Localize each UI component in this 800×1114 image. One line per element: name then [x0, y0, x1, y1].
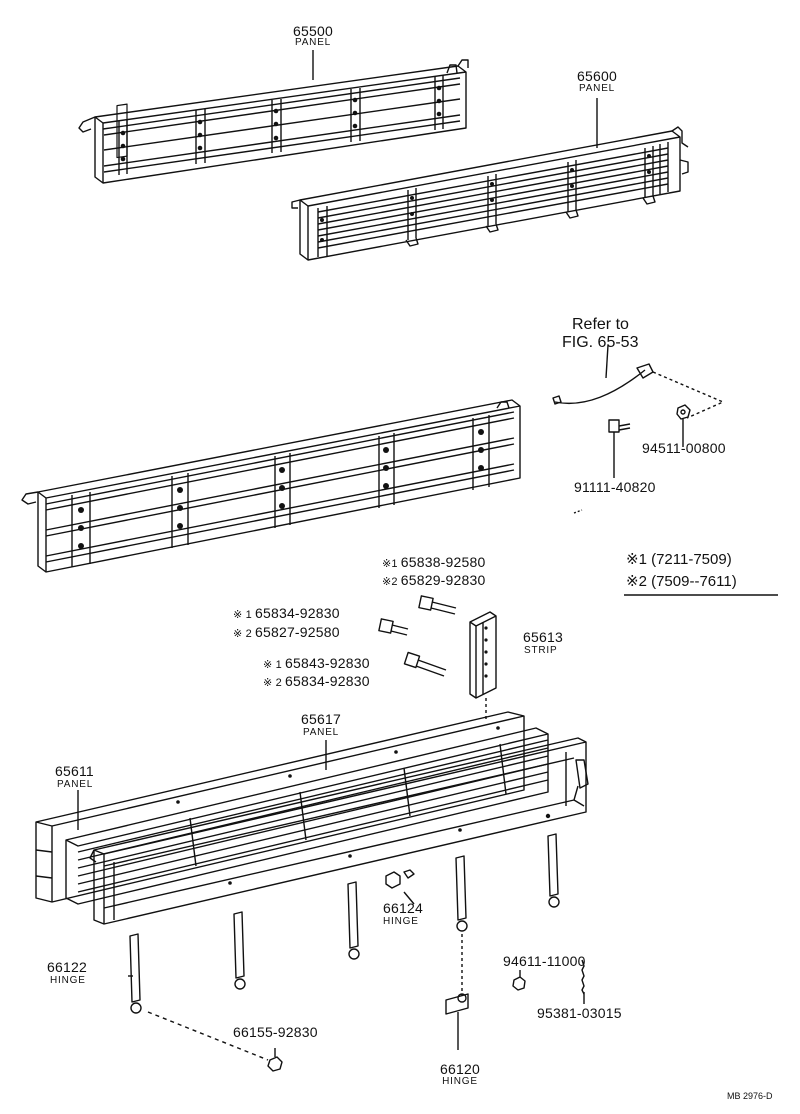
bolt-1-mark-1: ※1	[382, 558, 398, 570]
bolt-upper-drawing	[418, 595, 457, 615]
part-name-65613: STRIP	[524, 645, 558, 656]
frame-assembly-drawing	[89, 737, 589, 925]
nut-94611-drawing	[512, 970, 526, 991]
part-name-65600: PANEL	[578, 83, 616, 94]
hinge-66120-drawing	[445, 934, 469, 1050]
part-name-65611: PANEL	[57, 779, 94, 790]
legend-range-2: (7509--7611)	[651, 573, 737, 590]
bolt-3-mark-2: ※ 2	[263, 677, 282, 689]
part-number-94611: 94611-11000	[503, 953, 586, 969]
middle-panel-drawing	[21, 399, 521, 573]
legend-item-2: ※2 (7509--7611)	[626, 574, 737, 589]
part-number-65617: 65617	[301, 711, 341, 727]
bolt-1-number-2: 65829-92830	[400, 572, 486, 588]
part-number-66155: 66155-92830	[233, 1024, 318, 1040]
part-number-65613: 65613	[523, 629, 563, 645]
nut-94511-drawing	[676, 404, 691, 447]
part-name-66120: HINGE	[442, 1076, 478, 1087]
cable-assembly-drawing	[552, 344, 724, 419]
part-name-65500: PANEL	[294, 37, 332, 48]
hinge-row-drawing	[129, 833, 560, 1014]
panel-65600-drawing	[291, 126, 689, 261]
part-number-65600: 65600	[577, 68, 617, 84]
panel-65611-drawing	[35, 711, 525, 903]
refer-line-1: Refer to	[572, 316, 629, 333]
bolt-3-mark-1: ※ 1	[263, 659, 282, 671]
panel-65617-drawing	[65, 727, 549, 905]
bolt-3-number-2: 65834-92830	[285, 673, 370, 689]
bolt-1-mark-2: ※2	[382, 576, 398, 588]
legend-item-1: ※1 (7211-7509)	[626, 552, 732, 567]
bolt-2-mark-2: ※ 2	[233, 628, 252, 640]
bolt-3-number-1: 65843-92830	[285, 655, 370, 671]
refer-line-2: FIG. 65-53	[562, 334, 639, 351]
figure-code: MB 2976-D	[727, 1091, 773, 1101]
bolt-2-number-2: 65827-92580	[255, 624, 340, 640]
strip-65613-drawing	[469, 611, 497, 699]
bolt-2-number-1: 65834-92830	[255, 605, 340, 621]
part-name-66122: HINGE	[50, 975, 86, 986]
part-number-94511: 94511-00800	[642, 440, 726, 456]
part-name-65617: PANEL	[302, 727, 340, 738]
nut-66155-drawing	[147, 1011, 283, 1072]
part-number-95381: 95381-03015	[537, 1005, 622, 1021]
legend-mark-2: ※2	[626, 573, 647, 590]
part-number-65500: 65500	[293, 23, 333, 39]
legend-range-1: (7211-7509)	[651, 551, 732, 568]
part-number-65611: 65611	[55, 763, 94, 779]
panel-65500-drawing	[78, 59, 469, 184]
part-name-66124: HINGE	[383, 916, 419, 927]
bolt-lower-drawing	[403, 651, 447, 677]
bolt-2-mark-1: ※ 1	[233, 609, 252, 621]
hinge-66124-drawing	[385, 869, 415, 905]
part-number-66122: 66122	[47, 959, 87, 975]
part-number-66124: 66124	[383, 900, 423, 916]
pin-95381-drawing	[581, 959, 585, 1004]
panel-65500-bolts	[120, 85, 442, 162]
bolt-middle-drawing	[378, 618, 409, 636]
legend-mark-1: ※1	[626, 551, 647, 568]
bolt-91111-drawing	[608, 419, 631, 478]
bolt-1-number-1: 65838-92580	[400, 554, 486, 570]
part-number-91111: 91111-40820	[574, 479, 656, 495]
part-number-66120: 66120	[440, 1061, 480, 1077]
